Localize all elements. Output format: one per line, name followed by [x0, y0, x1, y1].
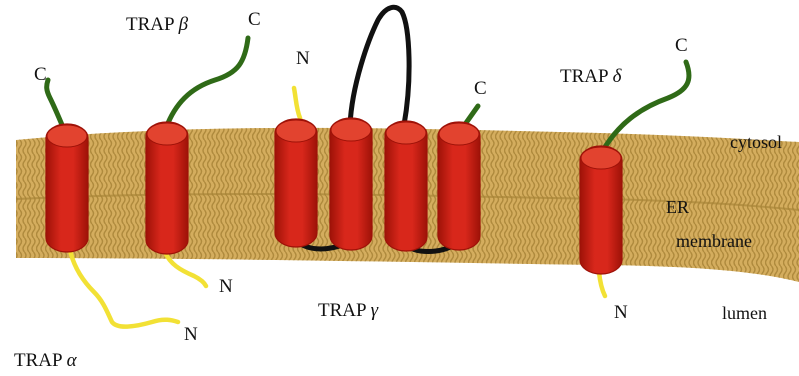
trap-gamma-helix-2 [330, 118, 372, 250]
trap-delta-n-tail [599, 272, 605, 296]
trap-gamma-helix-4 [438, 122, 480, 250]
trap-beta-c-label: C [248, 9, 261, 30]
lumen-label: lumen [722, 303, 767, 323]
cytosol-label: cytosol [730, 132, 782, 152]
trap-beta-helix [146, 122, 188, 254]
trap-gamma-helix-1 [275, 119, 317, 247]
trap-gamma-n-label: N [296, 48, 310, 69]
trap-beta-label: TRAP β [126, 14, 189, 35]
trap-delta-helix [580, 146, 622, 274]
membrane-label: membrane [676, 231, 752, 251]
trap-gamma-label: TRAP γ [318, 300, 379, 321]
trap-delta-c-label: C [675, 35, 688, 56]
trap-alpha-label: TRAP α [14, 350, 78, 371]
trap-gamma-c-label: C [474, 78, 487, 99]
trap-alpha-c-label: C [34, 64, 47, 85]
trap-gamma-helix-3 [385, 121, 427, 251]
trap-beta-n-label: N [219, 276, 233, 297]
cytosolic-loop [350, 7, 409, 125]
trap-alpha-helix [46, 124, 88, 252]
trap-beta-c-tail [166, 38, 248, 128]
trap-alpha-n-tail [70, 250, 178, 327]
trap-delta-n-label: N [614, 302, 628, 323]
er-label: ER [666, 197, 689, 217]
trap-alpha-n-label: N [184, 324, 198, 345]
trap-delta-label: TRAP δ [560, 66, 623, 87]
